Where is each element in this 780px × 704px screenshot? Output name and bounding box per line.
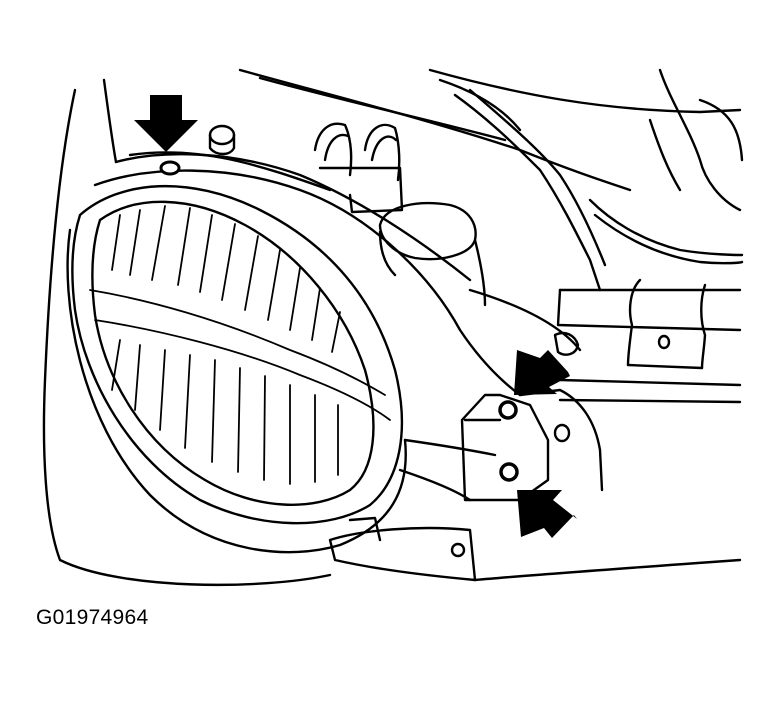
lower-mounting-bolt xyxy=(499,462,519,482)
arrow-down-left-icon xyxy=(514,350,570,395)
upper-mounting-bolt xyxy=(159,160,181,176)
arrow-down-icon xyxy=(134,95,198,152)
headlamp-assembly xyxy=(66,169,522,554)
middle-mounting-bolt xyxy=(498,400,518,420)
vehicle-body-outline xyxy=(42,68,744,587)
lens-ribs xyxy=(111,205,341,485)
arrow-up-left-icon xyxy=(517,490,577,538)
callout-arrows xyxy=(134,95,577,538)
figure-id-caption: G01974964 xyxy=(36,606,149,629)
mounting-bolts xyxy=(159,160,519,482)
engine-bay-components xyxy=(208,122,742,404)
mounting-bracket xyxy=(328,388,742,582)
